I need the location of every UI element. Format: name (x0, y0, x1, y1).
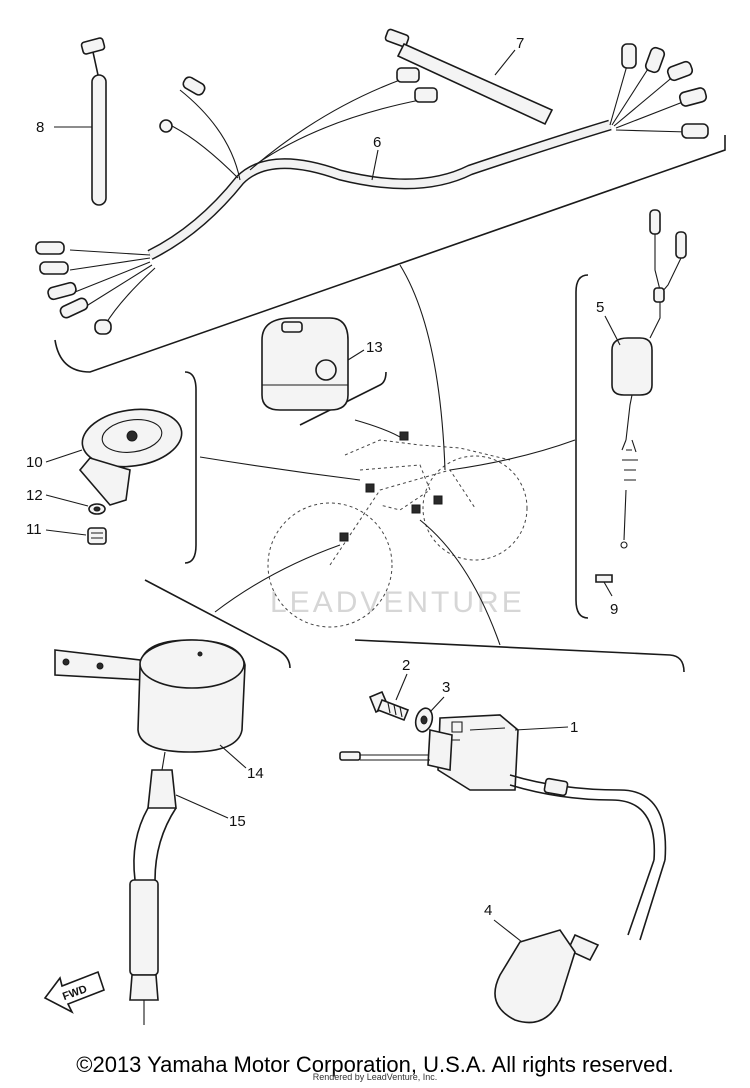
washer-part-12 (88, 503, 106, 515)
motorcycle-outline (267, 439, 528, 628)
light-group-bracket (144, 579, 291, 669)
leader-3 (429, 696, 445, 713)
leader-7 (494, 49, 516, 76)
leader-10 (45, 449, 83, 463)
label-part-10: 10 (26, 454, 43, 471)
ignition-connection-line (419, 519, 501, 646)
switch-connection-line (449, 439, 576, 471)
label-part-6: 6 (373, 134, 381, 151)
wire-harness-part-6 (35, 43, 709, 335)
connector-mark (433, 495, 443, 505)
fwd-label: FWD (61, 983, 89, 1003)
grip-connection-line (354, 419, 406, 441)
connector-mark (399, 431, 409, 441)
parts-diagram: LEADVENTURE 8 7 (26, 28, 726, 1025)
lamp-part-14 (54, 639, 246, 753)
leader-14 (219, 744, 247, 769)
horn-part-10 (78, 408, 183, 506)
leader-2 (395, 673, 408, 701)
leader-9 (603, 581, 613, 597)
handlebar-switch-part-13 (261, 317, 349, 411)
leader-12 (45, 494, 89, 507)
label-part-14: 14 (247, 765, 264, 782)
wire-part-15 (129, 751, 177, 1025)
label-part-2: 2 (402, 657, 410, 674)
leader-11 (45, 529, 87, 536)
label-part-5: 5 (596, 299, 604, 316)
leader-6 (371, 149, 379, 181)
label-part-1: 1 (570, 719, 578, 736)
label-part-15: 15 (229, 813, 246, 830)
leader-15 (175, 794, 229, 819)
label-part-9: 9 (610, 601, 618, 618)
leader-5 (604, 315, 621, 346)
leader-4 (493, 919, 523, 943)
label-part-12: 12 (26, 487, 43, 504)
connector-mark (411, 504, 421, 514)
harness-group-bracket (54, 135, 726, 373)
ignition-group-bracket (354, 639, 685, 673)
leader-1 (514, 726, 569, 731)
ignition-coil-part-1 (339, 714, 667, 941)
label-part-7: 7 (516, 35, 524, 52)
strap-part-7 (384, 28, 554, 126)
label-part-11: 11 (26, 521, 42, 538)
label-part-3: 3 (442, 679, 450, 696)
label-part-13: 13 (366, 339, 383, 356)
leader-13 (347, 349, 365, 361)
copyright-notice: ©2013 Yamaha Motor Corporation, U.S.A. A… (76, 1052, 674, 1077)
rendered-by-notice: Rendered by LeadVenture, Inc. (312, 1072, 438, 1082)
plug-cap-part-4 (494, 929, 600, 1024)
label-part-8: 8 (36, 119, 44, 136)
switch-group-bracket (575, 274, 589, 619)
watermark-text: LEADVENTURE (270, 586, 525, 619)
clip-part-9 (595, 574, 613, 583)
grip-group-bracket (299, 371, 387, 426)
cable-tie-part-8 (80, 37, 107, 206)
bolt-part-11 (87, 527, 107, 545)
fwd-arrow-icon: FWD (43, 970, 105, 1014)
washer-part-3 (414, 707, 434, 733)
harness-connection-line (399, 264, 446, 471)
label-part-4: 4 (484, 902, 492, 919)
connector-mark (365, 483, 375, 493)
horn-group-bracket (184, 371, 197, 564)
bolt-part-2 (368, 690, 410, 722)
switch-part-5 (611, 209, 687, 549)
horn-connection-line (199, 456, 361, 481)
light-connection-line (214, 544, 341, 613)
connector-mark (339, 532, 349, 542)
